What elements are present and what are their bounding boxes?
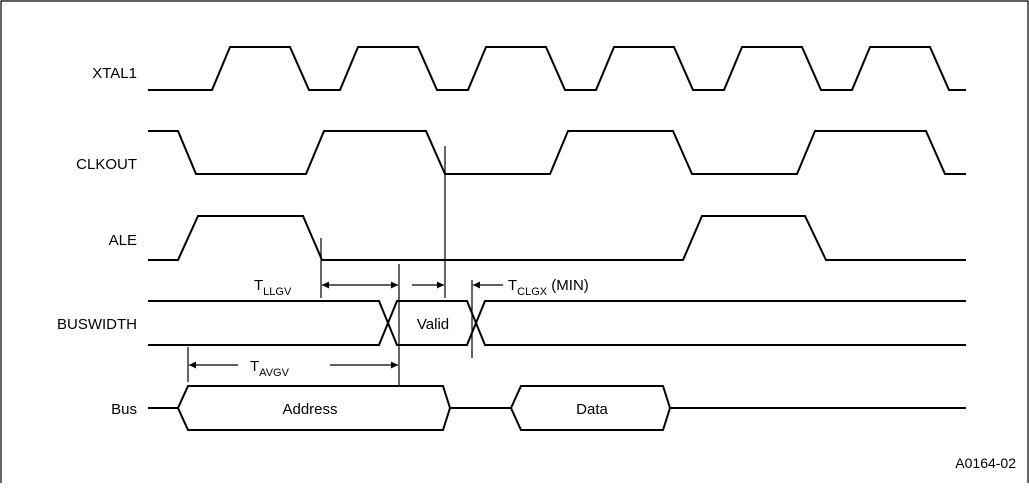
signal-label-clkout: CLKOUT (76, 156, 137, 173)
t-clgx-label: TCLGX (MIN) (508, 277, 589, 298)
t-llgv-label: TLLGV (254, 277, 292, 298)
buswidth-waveform (148, 300, 966, 346)
signal-label-buswidth: BUSWIDTH (57, 316, 137, 333)
timing-reference-lines (187, 146, 473, 386)
xtal1-waveform (148, 46, 966, 91)
signal-label-ale: ALE (109, 232, 137, 249)
signal-label-xtal1: XTAL1 (92, 65, 137, 82)
ale-waveform (148, 215, 966, 261)
figure-id: A0164-02 (955, 455, 1016, 471)
clkout-waveform (148, 130, 966, 175)
valid-segment-label: Valid (417, 316, 449, 333)
bus-waveform (148, 385, 966, 431)
signal-label-bus: Bus (111, 401, 137, 418)
data-segment-label: Data (576, 401, 608, 418)
t-avgv-label: TAVGV (250, 358, 290, 379)
address-segment-label: Address (282, 401, 337, 418)
